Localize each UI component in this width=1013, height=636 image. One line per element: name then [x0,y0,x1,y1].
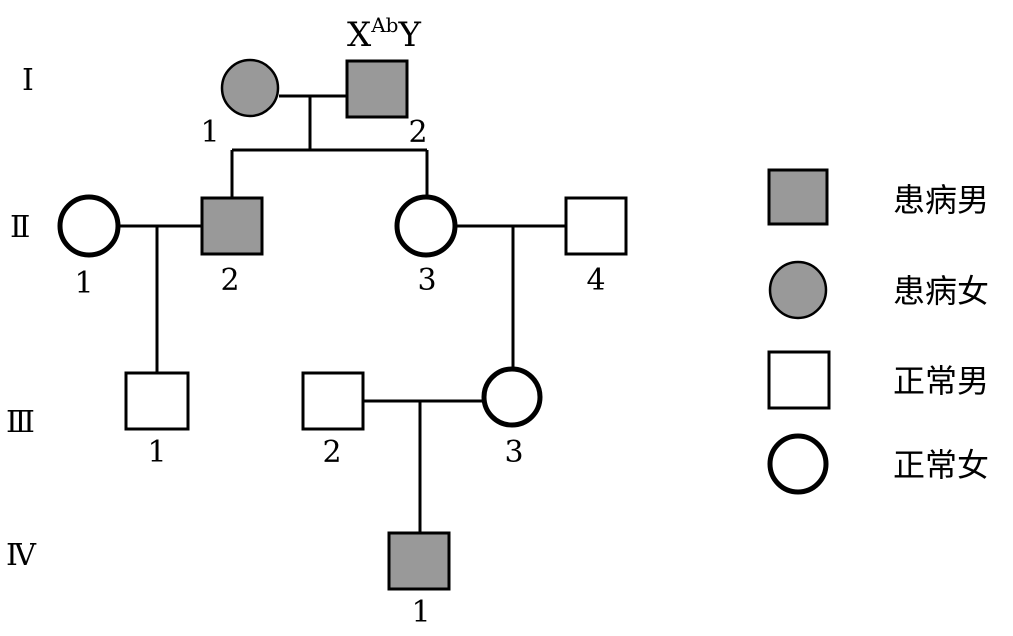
individual-II4-number: 4 [586,263,605,298]
generation-label-1: Ⅰ [22,63,34,98]
legend: 患病男 患病女 正常男 正常女 [767,168,989,495]
individual-IV1-square [387,531,451,591]
legend-normal-female-symbol [767,433,829,495]
individual-II1-circle [57,194,121,258]
generation-labels: Ⅰ Ⅱ Ⅲ Ⅳ [6,63,37,573]
legend-normal-female-label: 正常女 [893,446,989,484]
legend-affected-male-label: 患病男 [893,181,989,219]
individual-III1-square [124,371,190,431]
individual-III3-circle [481,366,543,428]
individual-III2-square [301,371,365,431]
genotype-label: XAbY [347,13,421,55]
individual-II1-number: 1 [74,266,93,301]
individual-III2-number: 2 [322,435,341,470]
individual-I1-circle [220,58,280,118]
generation-label-4: Ⅳ [6,538,37,573]
individuals: 1 2 1 2 3 4 1 2 3 1 [57,58,628,630]
legend-affected-female-symbol [768,260,828,320]
legend-affected-male-symbol [767,168,829,226]
individual-II3-number: 3 [417,263,436,298]
pedigree-lines [119,94,566,533]
genotype-base: X [347,15,372,55]
genotype-tail: Y [397,15,421,55]
individual-II2-number: 2 [220,263,239,298]
generation-label-3: Ⅲ [6,405,35,440]
generation-label-2: Ⅱ [10,210,30,245]
legend-affected-female-label: 患病女 [893,272,989,310]
genotype-superscript: Ab [370,13,398,37]
individual-II3-circle [394,194,458,258]
individual-III3-number: 3 [504,435,523,470]
individual-II4-square [564,196,628,256]
individual-I2-number: 2 [408,115,427,150]
individual-III1-number: 1 [147,435,166,470]
individual-I1-number: 1 [200,115,219,150]
individual-I2-square [345,59,409,119]
individual-II2-square [200,196,264,256]
legend-normal-male-symbol [767,350,831,410]
individual-IV1-number: 1 [411,595,430,630]
legend-normal-male-label: 正常男 [893,362,989,400]
